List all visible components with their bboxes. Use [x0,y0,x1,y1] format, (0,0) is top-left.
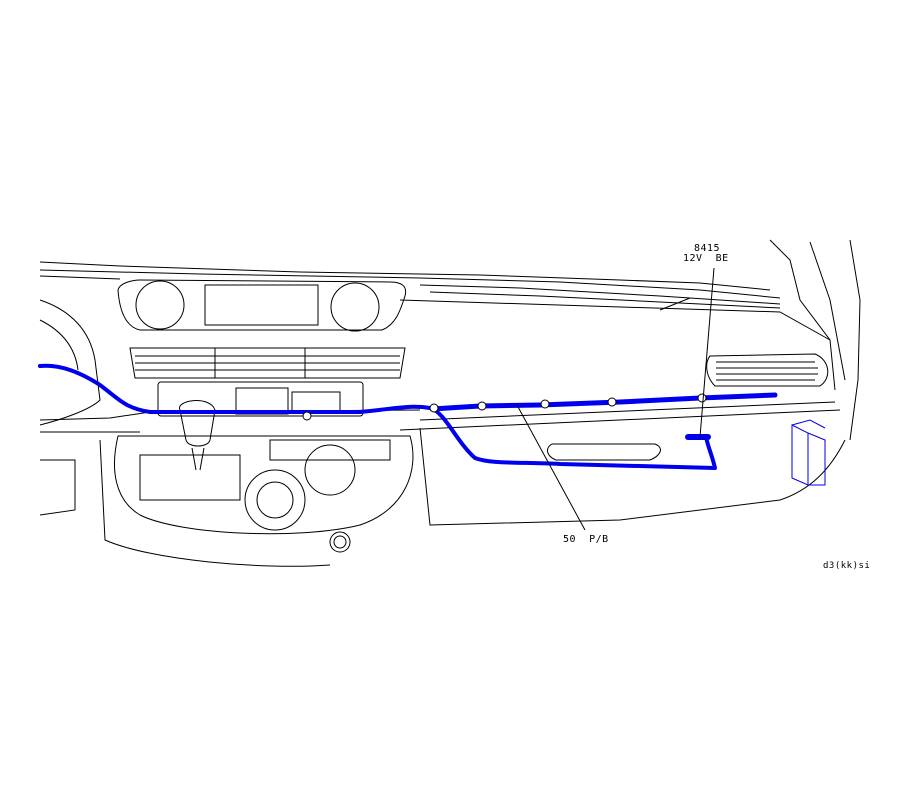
harness-clips [302,393,707,421]
leader-lines [516,267,715,531]
instrument-cluster [117,279,407,331]
dashboard-outline [39,239,861,567]
harness-main-run [38,363,717,470]
connector-spec-label: 12V BE [683,253,729,264]
gear-lever [179,400,216,447]
connector-code-label: 8415 [694,243,721,254]
harness-clip [429,403,439,413]
harness-clip [302,411,312,421]
centre-vent [129,347,406,379]
drawing-reference: d3(kk)si [823,561,871,571]
glovebox-handle [547,443,661,461]
leader-line-50 [516,404,586,531]
harness-clip [540,399,550,409]
harness-label: 50 P/B [563,534,609,545]
speedometer-dial [135,280,185,330]
leader-line-8415 [699,267,715,438]
harness-clip [697,393,707,403]
rotary-knob [244,469,306,531]
harness-upper-branch [429,392,778,412]
tachometer-dial [330,282,380,332]
radio-panel [157,381,364,417]
wiring-harness [38,363,778,470]
right-vent [706,353,829,387]
socket [329,531,351,553]
cluster-display [204,284,319,326]
lower-console [113,435,414,535]
harness-clip [607,397,617,407]
harness-clip [477,401,487,411]
connector-box [791,419,826,486]
